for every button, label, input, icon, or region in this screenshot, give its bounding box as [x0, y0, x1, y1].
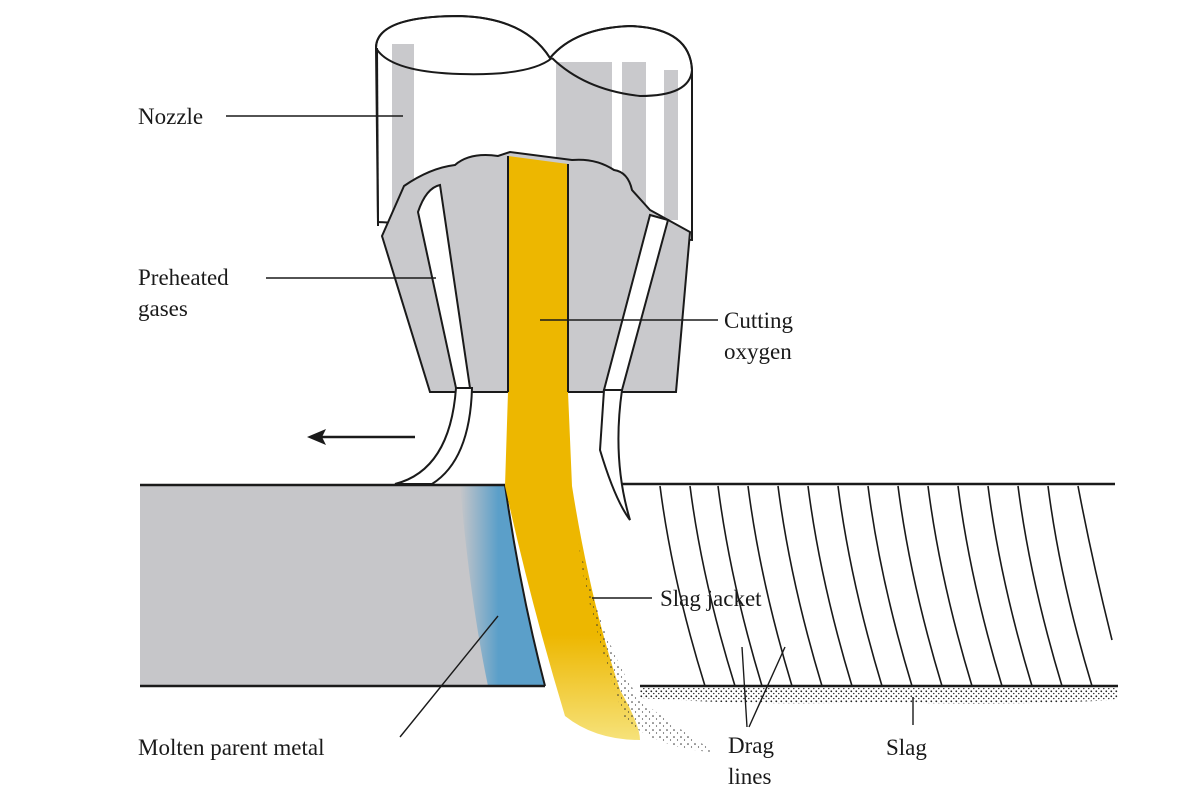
nozzle-label: Nozzle: [138, 104, 203, 129]
oxygen-stream: [505, 156, 640, 740]
preheat-flame-right: [598, 389, 631, 521]
molten-parent-metal-label: Molten parent metal: [138, 735, 325, 760]
slag-label: Slag: [886, 735, 927, 760]
preheated-gases-label-line2: gases: [138, 296, 188, 321]
preheat-flame-left: [394, 387, 474, 485]
slag-layer: [640, 688, 1118, 704]
drag-lines-label-line2: lines: [728, 764, 771, 789]
preheated-gases-label-line1: Preheated: [138, 265, 229, 290]
parent-metal: [140, 483, 546, 688]
cutting-oxygen-label-line1: Cutting: [724, 308, 794, 333]
direction-arrow: [307, 429, 415, 445]
drag-lines: [659, 485, 1113, 687]
cutting-oxygen-label-line2: oxygen: [724, 339, 792, 364]
slag-jacket: [578, 540, 715, 752]
leader-lines: [226, 115, 914, 738]
slag-jacket-label: Slag jacket: [660, 586, 762, 611]
nozzle-tip: [380, 150, 692, 393]
cut-face: [612, 482, 1118, 704]
drag-lines-label-line1: Drag: [728, 733, 774, 758]
